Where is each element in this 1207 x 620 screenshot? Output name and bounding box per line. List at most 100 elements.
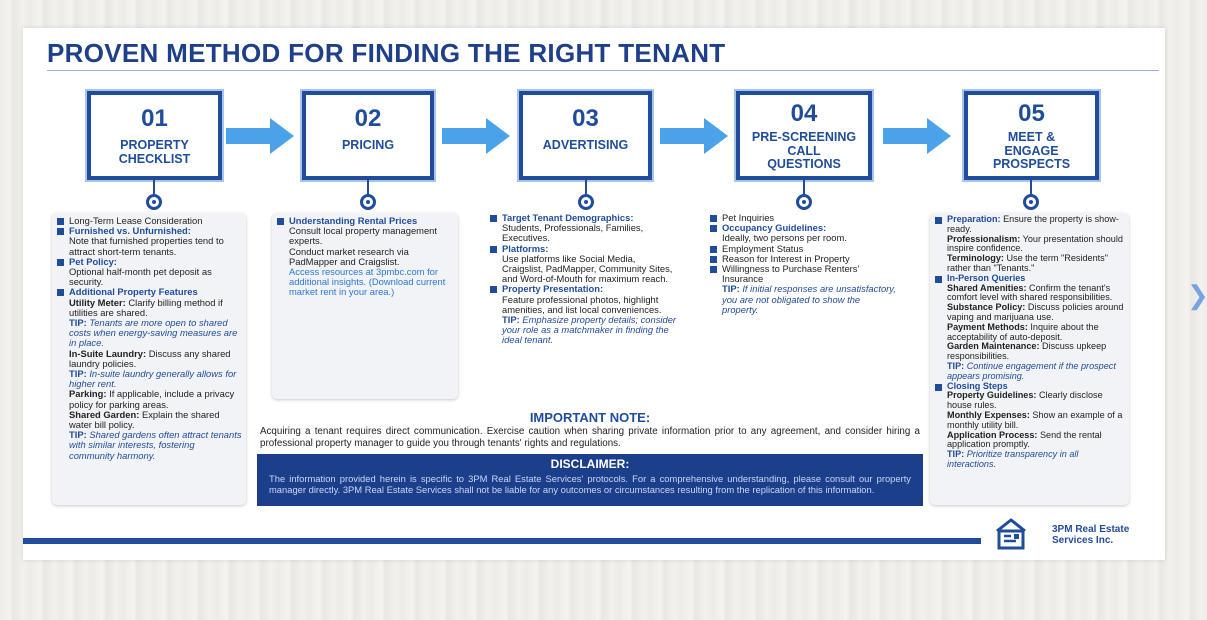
list-text: Garden Maintenance: Discuss upkeep respo… <box>947 341 1107 362</box>
brand-name: 3PM Real Estate Services Inc. <box>1052 524 1129 546</box>
infographic-sheet: PROVEN METHOD FOR FINDING THE RIGHT TENA… <box>23 28 1165 560</box>
step-box-03: 03 ADVERTISING <box>519 91 652 180</box>
step-label-line: CHECKLIST <box>118 152 191 166</box>
important-note-text: Acquiring a tenant requires direct commu… <box>260 426 920 449</box>
arrow-right-icon <box>660 118 728 154</box>
list-heading: Pet Policy: <box>56 256 242 267</box>
list-text: Professionalism: Your presentation shoul… <box>947 233 1123 254</box>
step-label: PRICING <box>306 138 430 152</box>
list-heading: Platforms: <box>489 243 679 254</box>
meet-engage-panel: Preparation: Ensure the property is show… <box>930 213 1129 505</box>
step-number: 04 <box>790 100 818 127</box>
list-text: Property Guidelines: Clearly disclose ho… <box>947 390 1103 411</box>
resource-link[interactable]: Access resources at 3pmbc.com for additi… <box>289 266 446 298</box>
list-heading: Willingness to Purchase Renters' Insuran… <box>709 263 897 284</box>
list-text: Application Process: Send the rental app… <box>947 429 1102 450</box>
list-heading: Closing Steps <box>934 381 1125 392</box>
list-heading: In-Person Queries <box>934 273 1125 284</box>
list-text: Terminology: Use the term "Residents" ra… <box>947 253 1108 273</box>
list-heading: Employment Status <box>709 243 897 254</box>
page-title: PROVEN METHOD FOR FINDING THE RIGHT TENA… <box>47 38 726 68</box>
list-text: Shared Garden: Explain the shared water … <box>69 408 220 431</box>
footer-bar <box>23 538 981 544</box>
step-connector <box>367 180 369 194</box>
property-checklist-panel: Long-Term Lease Consideration Furnished … <box>52 213 246 505</box>
arrow-right-icon <box>442 118 510 154</box>
list-text: In-Suite Laundry: Discuss any shared lau… <box>69 347 231 369</box>
list-heading: Additional Property Features <box>56 287 242 297</box>
step-number: 02 <box>354 105 382 132</box>
step-label-line: PROPERTY <box>120 138 189 152</box>
tip-text: TIP: Tenants are more open to shared cos… <box>69 317 238 349</box>
pre-screening-list: Pet Inquiries Occupancy Guidelines: Idea… <box>709 212 897 315</box>
disclaimer-title: DISCLAIMER: <box>550 457 630 471</box>
list-text: Payment Methods: Inquire about the accep… <box>947 321 1099 342</box>
list-text: Monthly Expenses: Show an example of a m… <box>947 409 1123 430</box>
step-number: 05 <box>1018 100 1045 127</box>
pricing-panel: Understanding Rental Prices Consult loca… <box>272 213 458 399</box>
list-heading: Furnished vs. Unfurnished: <box>56 225 242 236</box>
step-box-01: 01 PROPERTY CHECKLIST <box>87 91 222 180</box>
step-box-05: 05 MEET & ENGAGE PROSPECTS <box>964 91 1099 180</box>
step-label-line: QUESTIONS <box>767 157 841 171</box>
chevron-right-icon[interactable]: ❯ <box>1187 280 1207 310</box>
3pm-logo-icon <box>996 518 1026 550</box>
step-box-04: 04 PRE-SCREENING CALL QUESTIONS <box>736 91 872 180</box>
step-connector <box>1030 180 1032 194</box>
list-text: Shared Amenities: Confirm the tenant's c… <box>947 282 1113 303</box>
step-label-line: PROSPECTS <box>992 157 1071 171</box>
list-heading: Pet Inquiries <box>709 212 897 223</box>
step-number: 03 <box>572 105 599 132</box>
list-heading: Occupancy Guidelines: <box>709 222 897 233</box>
tip-text: TIP: Shared gardens often attract tenant… <box>69 429 242 461</box>
step-connector <box>803 180 805 194</box>
list-heading: Property Presentation: <box>489 284 679 294</box>
list-heading: Target Tenant Demographics: <box>489 212 679 223</box>
important-note-title: IMPORTANT NOTE: <box>529 410 651 425</box>
tip-text: TIP: If initial responses are unsatisfac… <box>722 283 896 315</box>
step-marker-icon <box>796 194 812 210</box>
list-heading: Preparation: Ensure the property is show… <box>934 214 1125 235</box>
tip-text: TIP: Continue engagement if the prospect… <box>947 360 1116 381</box>
step-marker-icon <box>146 194 162 210</box>
list-heading: Understanding Rental Prices <box>276 215 454 226</box>
list-heading: Long-Term Lease Consideration <box>56 215 242 226</box>
step-marker-icon <box>1023 194 1039 210</box>
step-label-line: ADVERTISING <box>542 138 629 152</box>
step-connector <box>585 180 587 194</box>
step-label: MEET & ENGAGE PROSPECTS <box>968 130 1095 172</box>
arrow-right-icon <box>883 118 951 154</box>
advertising-list: Target Tenant Demographics: Students, Pr… <box>489 212 679 346</box>
tip-text: TIP: Emphasize property details; conside… <box>502 314 677 346</box>
list-text: Note that furnished properties tend to a… <box>69 235 224 257</box>
step-connector <box>153 180 155 194</box>
step-label: PRE-SCREENING CALL QUESTIONS <box>740 130 868 172</box>
title-divider <box>47 70 1159 71</box>
brand-line: Services Inc. <box>1052 535 1114 546</box>
list-text: Ideally, two persons per room. <box>722 232 847 244</box>
step-number: 01 <box>141 105 168 132</box>
brand-line: 3PM Real Estate <box>1052 524 1130 535</box>
step-label: PROPERTY CHECKLIST <box>91 138 218 166</box>
step-label-line: CALL <box>787 143 821 158</box>
disclaimer-box: DISCLAIMER: The information provided her… <box>257 454 923 506</box>
list-text: Feature professional photos, highlight a… <box>502 293 662 315</box>
list-text: Students, Professionals, Families, Execu… <box>502 222 644 244</box>
list-text: Conduct market research via PadMapper an… <box>289 245 409 267</box>
step-label-line: MEET & <box>1007 130 1056 144</box>
step-label-line: PRE-SCREENING <box>751 130 857 144</box>
list-text: Consult local property management expert… <box>289 225 437 247</box>
step-label-line: ENGAGE <box>1004 143 1059 158</box>
arrow-right-icon <box>226 118 294 154</box>
disclaimer-text: The information provided herein is speci… <box>269 473 911 495</box>
step-marker-icon <box>360 194 376 210</box>
step-marker-icon <box>578 194 594 210</box>
list-text: Parking: If applicable, include a privac… <box>69 388 235 410</box>
tip-text: TIP: In-suite laundry generally allows f… <box>69 368 237 390</box>
tip-text: TIP: Prioritize transparency in all inte… <box>947 449 1079 469</box>
list-text: Optional half-month pet deposit as secur… <box>69 266 212 288</box>
step-box-02: 02 PRICING <box>302 91 434 180</box>
list-text: Substance Policy: Discuss policies aroun… <box>947 302 1124 322</box>
step-label-line: PRICING <box>341 138 395 152</box>
list-heading: Reason for Interest in Property <box>709 253 897 264</box>
